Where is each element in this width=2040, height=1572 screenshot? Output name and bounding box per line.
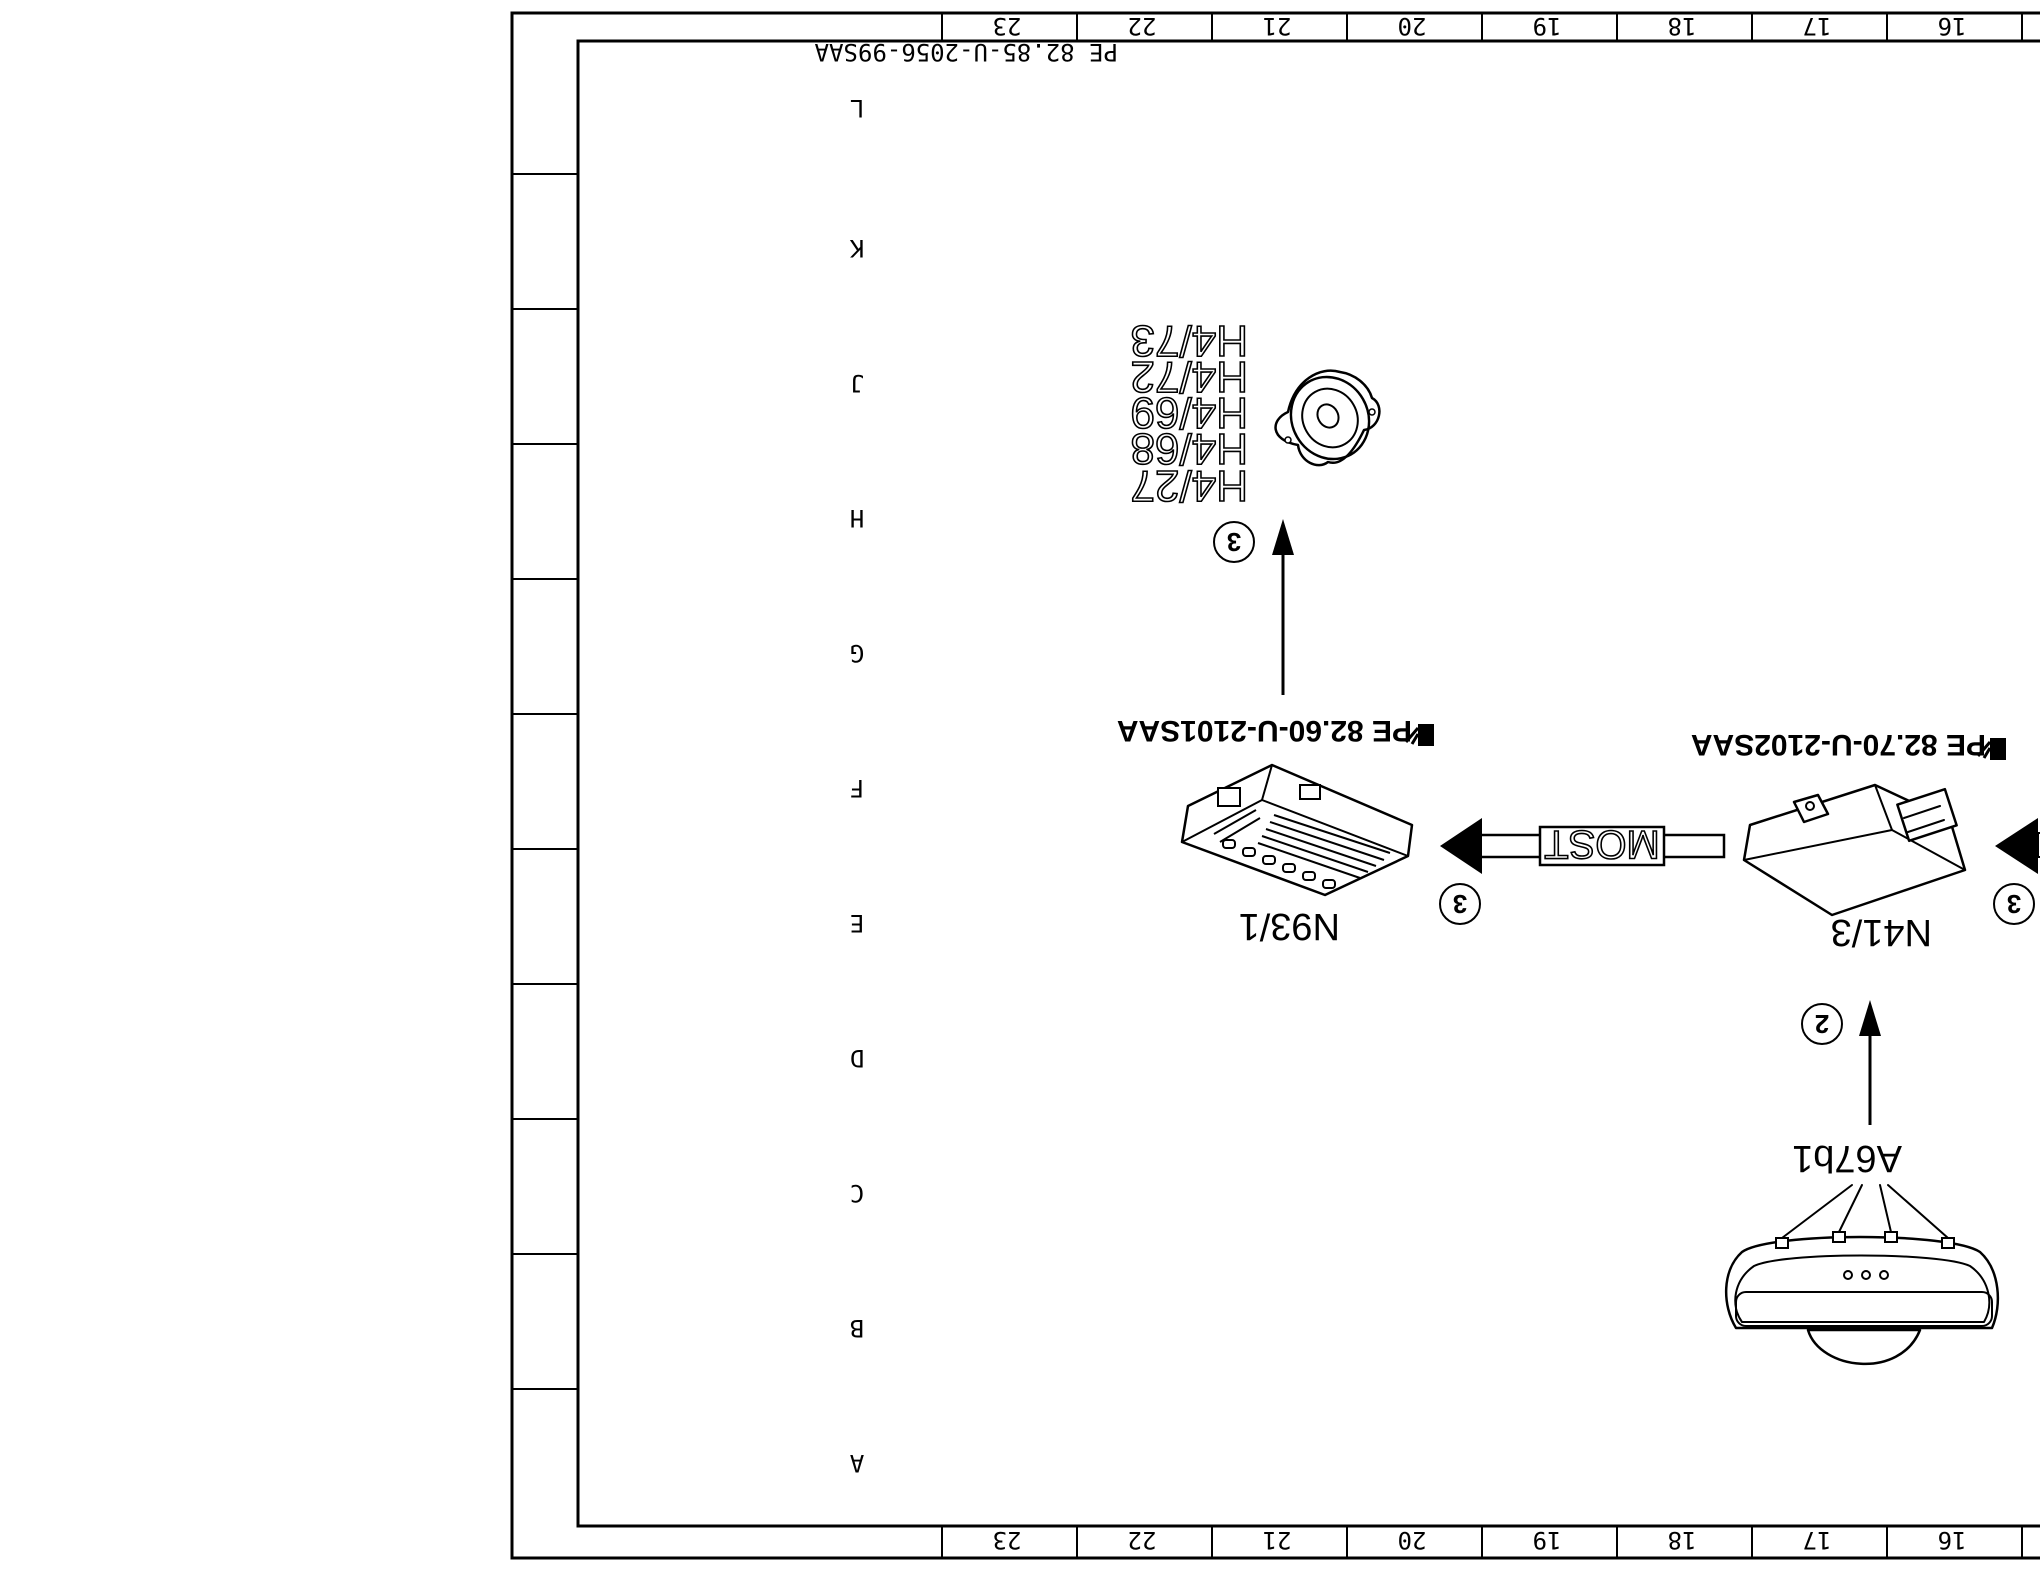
speaker-icon (1274, 369, 1381, 467)
row-ruler-right: 16 17 18 19 20 21 22 23 (941, 1526, 2023, 1558)
row-tick: 19 (1533, 12, 1562, 40)
svg-text:2: 2 (1815, 1009, 1829, 1039)
column-tick: L (850, 94, 864, 122)
row-tick: 19 (1533, 1526, 1562, 1554)
column-tick: H (850, 504, 864, 532)
row-tick: 18 (1668, 12, 1697, 40)
row-tick: 16 (1938, 1526, 1967, 1554)
column-tick: E (850, 909, 864, 937)
ref-pointer-icon (1976, 738, 2006, 760)
module-n41-3-label: N41/3 (1831, 911, 1932, 953)
drawing-reference: PE 82.85-U-2056-99SAA (814, 38, 1118, 66)
svg-text:3: 3 (1227, 527, 1241, 557)
column-tick: A (849, 1449, 864, 1477)
row-tick: 16 (1938, 12, 1967, 40)
row-tick: 20 (1398, 1526, 1427, 1554)
module-n93-1-ref: PE 82.60-U-2101SAA (1117, 714, 1412, 747)
speaker-label: H4/69 (1131, 388, 1248, 437)
module-n93-1-icon (1180, 763, 1414, 897)
row-tick: 22 (1128, 12, 1157, 40)
row-tick: 23 (993, 12, 1022, 40)
callout-mirror: 2 (1801, 1003, 1843, 1045)
speaker-label: H4/73 (1131, 316, 1248, 365)
row-tick: 23 (993, 1526, 1022, 1554)
row-tick: 20 (1398, 12, 1427, 40)
column-tick: F (850, 774, 864, 802)
speaker-label: H4/27 (1131, 461, 1248, 510)
outer-frame (510, 11, 2040, 1560)
row-tick: 17 (1803, 1526, 1832, 1554)
mirror-a67b1-label: A67b1 (1792, 1137, 1902, 1179)
column-tick: K (849, 234, 864, 262)
speaker-label: H4/72 (1131, 352, 1248, 401)
top-incoming-arrow (1995, 818, 2040, 874)
mirror-a67b1-icon (1725, 1184, 2000, 1365)
column-tick: D (850, 1044, 864, 1072)
column-tick: J (850, 369, 864, 397)
svg-text:3: 3 (2007, 889, 2021, 919)
speaker-label: H4/68 (1131, 424, 1248, 473)
row-tick: 17 (1803, 12, 1832, 40)
module-to-speaker-arrow (1272, 519, 1294, 695)
row-tick: 21 (1263, 12, 1292, 40)
row-tick: 22 (1128, 1526, 1157, 1554)
inner-frame (576, 39, 2040, 1528)
module-n41-3-ref: PE 82.70-U-2102SAA (1691, 728, 1986, 761)
most-bus-label: MOST (1544, 822, 1660, 866)
speaker-labels: H4/27 H4/68 H4/69 H4/72 H4/73 (1130, 315, 1249, 511)
row-tick: 21 (1263, 1526, 1292, 1554)
module-n41-3-icon (1742, 783, 1967, 917)
ref-pointer-icon (1404, 724, 1434, 746)
callout-top: 3 (1993, 883, 2035, 925)
column-ruler: L K J H G F E D C B A (512, 94, 864, 1477)
callout-speaker: 3 (1213, 521, 1255, 563)
column-tick: B (850, 1314, 864, 1342)
module-n93-1-label: N93/1 (1239, 905, 1340, 947)
column-tick: G (850, 639, 864, 667)
callout-bus: 3 (1439, 883, 1481, 925)
most-bus-badge: MOST (1538, 821, 1666, 867)
svg-text:3: 3 (1453, 889, 1467, 919)
mirror-to-module-arrow (1859, 1000, 1881, 1125)
row-tick: 18 (1668, 1526, 1697, 1554)
row-ruler-left: 16 17 18 19 20 21 22 23 (941, 12, 2023, 41)
column-tick: C (850, 1179, 864, 1207)
